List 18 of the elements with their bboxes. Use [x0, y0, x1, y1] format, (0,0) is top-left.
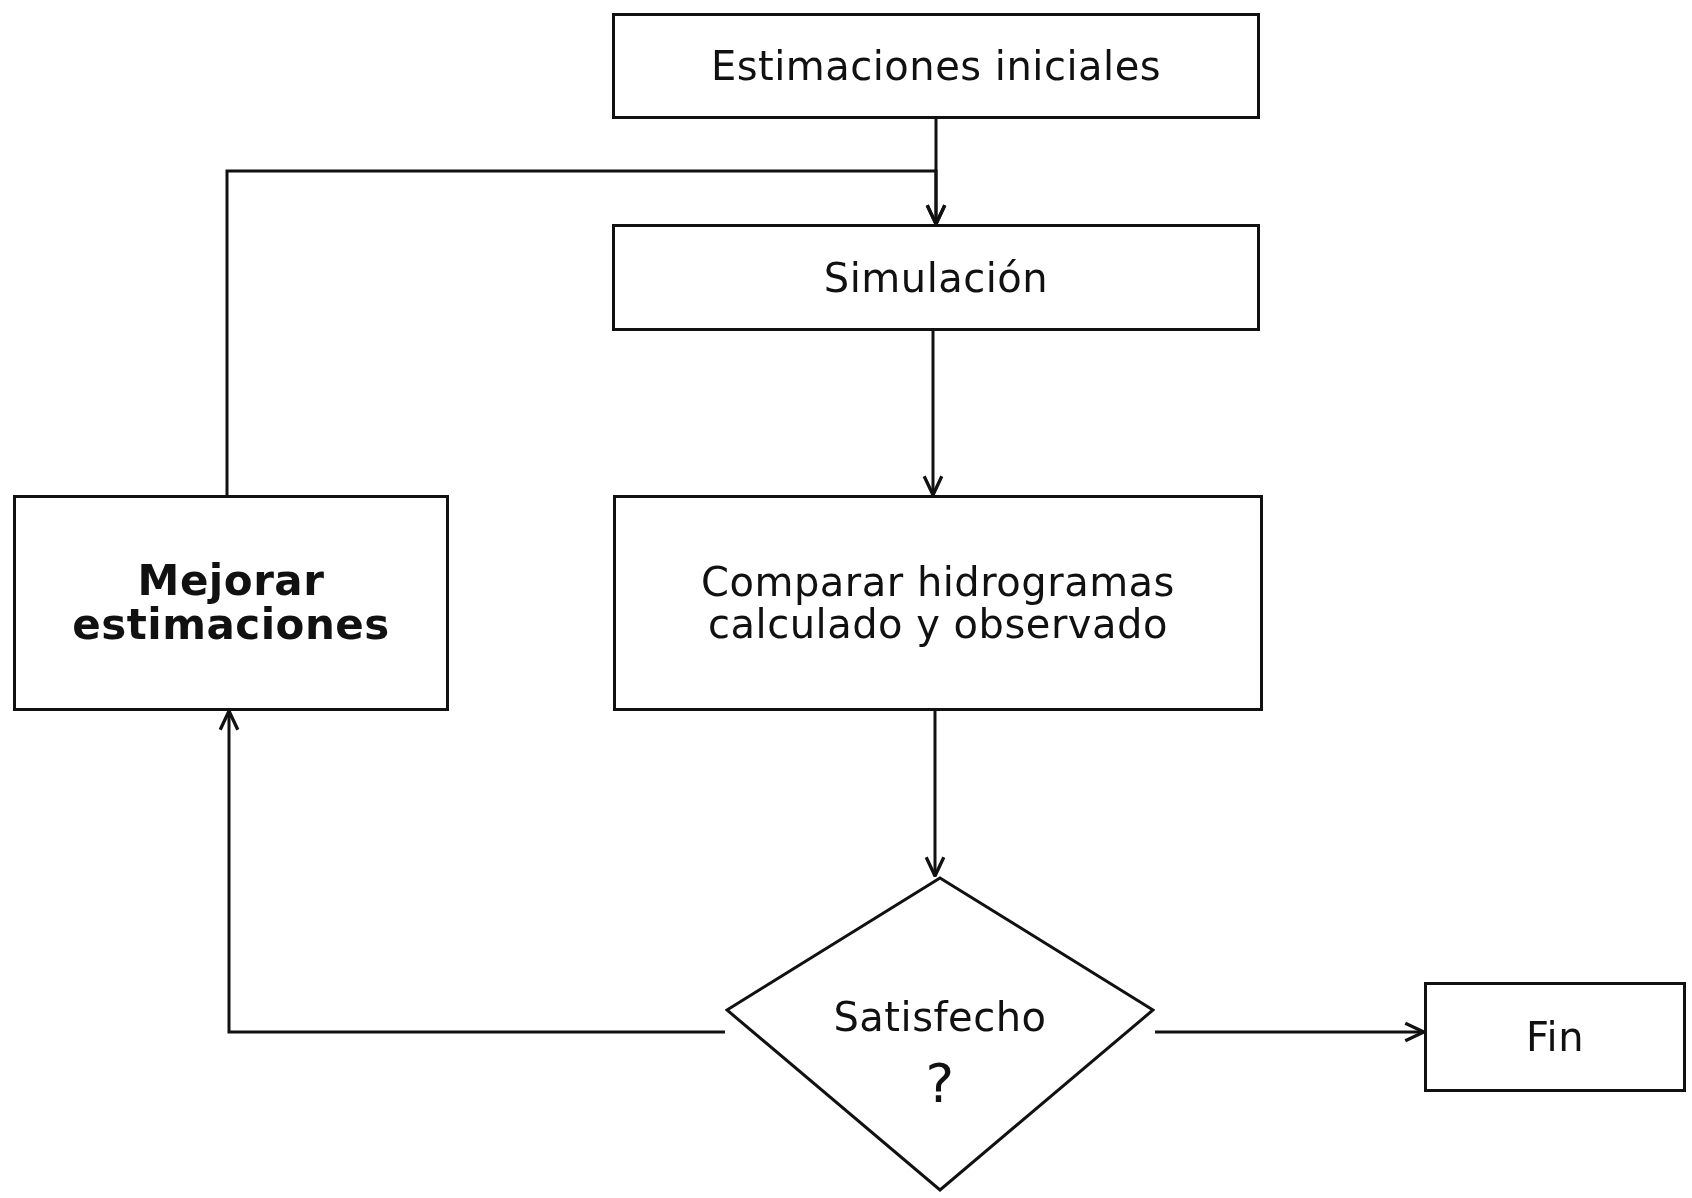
- process-box: [612, 224, 1260, 331]
- arrow: [225, 169, 947, 495]
- process-box: [13, 495, 449, 711]
- process-box: [1424, 982, 1686, 1092]
- process-box: [612, 13, 1260, 119]
- decision-diamond: [725, 876, 1155, 1192]
- process-box: [613, 495, 1263, 711]
- box-label: Satisfecho: [833, 995, 1047, 1038]
- arrow: [924, 711, 946, 878]
- question-mark: ?: [925, 1055, 955, 1113]
- box-label: Comparar hidrogramas calculado y observado: [700, 561, 1176, 645]
- box-label: Simulación: [823, 256, 1049, 299]
- box-label: Fin: [1525, 1016, 1585, 1058]
- arrow: [922, 331, 944, 497]
- box-label: Estimaciones iniciales: [710, 45, 1162, 87]
- arrow: [1155, 1021, 1426, 1043]
- arrow: [218, 709, 725, 1034]
- box-label: Mejorar estimaciones: [71, 558, 391, 648]
